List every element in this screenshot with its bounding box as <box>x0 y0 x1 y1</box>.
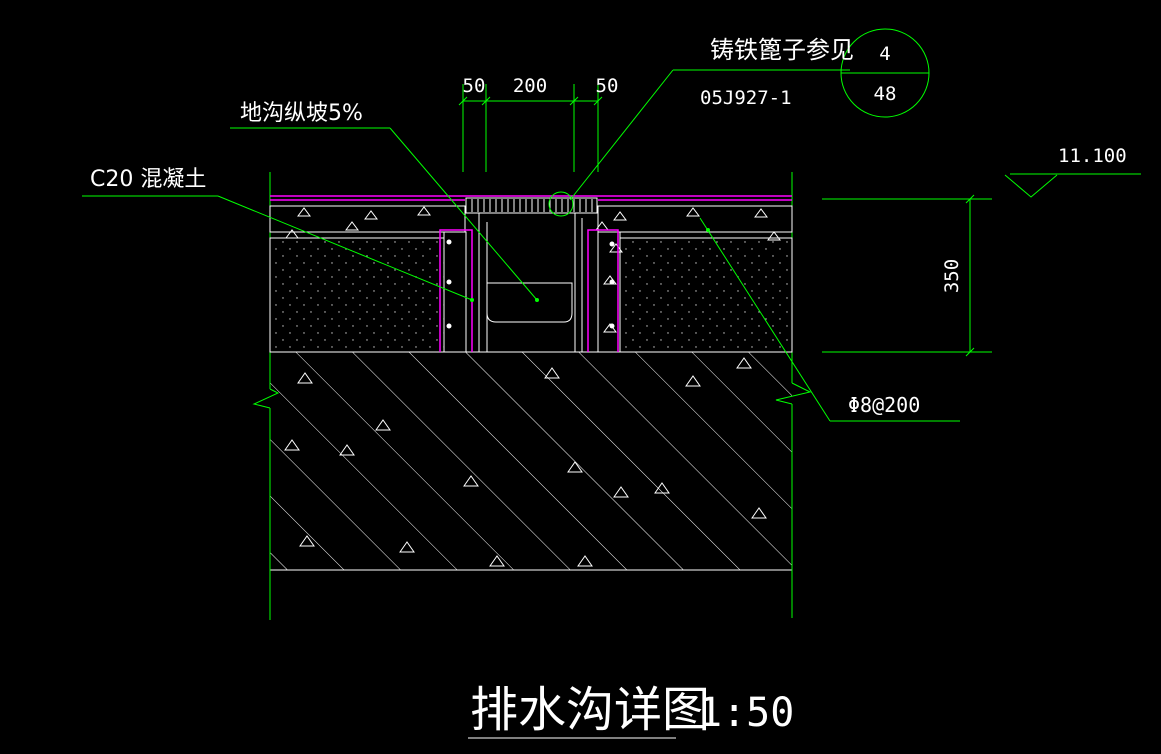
dim-left-text: 50 <box>463 75 486 97</box>
dim-right-text: 50 <box>596 75 619 97</box>
slope-note: 地沟纵坡5% <box>240 101 363 126</box>
grate-note: 铸铁篦子参见 <box>710 36 854 64</box>
dimension-lines <box>458 84 992 357</box>
dim-center-text: 200 <box>513 75 547 97</box>
grate-ref-code: 05J927-1 <box>700 87 792 109</box>
drawing-title: 排水沟详图 <box>470 682 710 738</box>
ref-bottom: 48 <box>874 83 897 105</box>
concrete-note: C20 混凝土 <box>90 167 206 192</box>
elevation-text: 11.100 <box>1058 145 1127 167</box>
dim-depth-text: 350 <box>941 259 963 293</box>
base-slab <box>270 351 792 571</box>
elevation-marker <box>1004 173 1141 198</box>
drawing-scale: 1:50 <box>698 690 794 736</box>
rebar-note: Φ8@200 <box>848 393 920 417</box>
left-concrete-block <box>269 205 467 353</box>
right-concrete-block <box>595 205 793 353</box>
ref-top: 4 <box>879 43 890 65</box>
cast-iron-grate <box>465 197 598 214</box>
leader-dots <box>470 228 710 302</box>
leader-lines <box>82 28 960 422</box>
channel <box>478 213 583 352</box>
waterproof-layer <box>270 195 792 352</box>
